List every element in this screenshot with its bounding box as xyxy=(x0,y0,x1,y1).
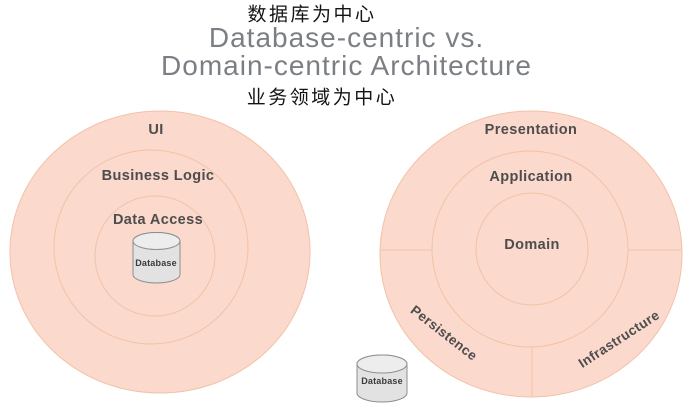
page-title-line1: Database-centric vs. xyxy=(208,22,485,53)
annotation-domain-centric: 业务领域为中心 xyxy=(246,87,398,109)
left-ring-label-ui: UI xyxy=(148,122,164,138)
page-title: Database-centric vs. Domain-centric Arch… xyxy=(0,24,693,80)
left-database-label: Database xyxy=(135,258,177,268)
right-inner-circle xyxy=(475,192,589,306)
left-ring-label-business-logic: Business Logic xyxy=(101,168,215,184)
cylinder-top xyxy=(132,232,181,250)
right-diagram-circles xyxy=(379,110,683,398)
right-middle-circle xyxy=(431,150,629,348)
right-ring-label-application: Application xyxy=(489,169,573,185)
page-title-line2: Domain-centric Architecture xyxy=(161,50,532,81)
right-ring-label-presentation: Presentation xyxy=(484,122,578,138)
right-outer-circle xyxy=(379,110,683,398)
left-middle-circle xyxy=(53,149,249,345)
database-cylinder-icon-left xyxy=(132,232,181,284)
left-inner-circle xyxy=(94,195,216,317)
annotation-database-centric: 数据库为中心 xyxy=(247,4,377,26)
right-ring-label-domain: Domain xyxy=(504,237,560,253)
left-ring-label-data-access: Data Access xyxy=(112,212,204,228)
cylinder-top xyxy=(356,354,408,374)
database-cylinder-icon-right xyxy=(356,354,408,403)
right-database-label: Database xyxy=(361,376,403,386)
